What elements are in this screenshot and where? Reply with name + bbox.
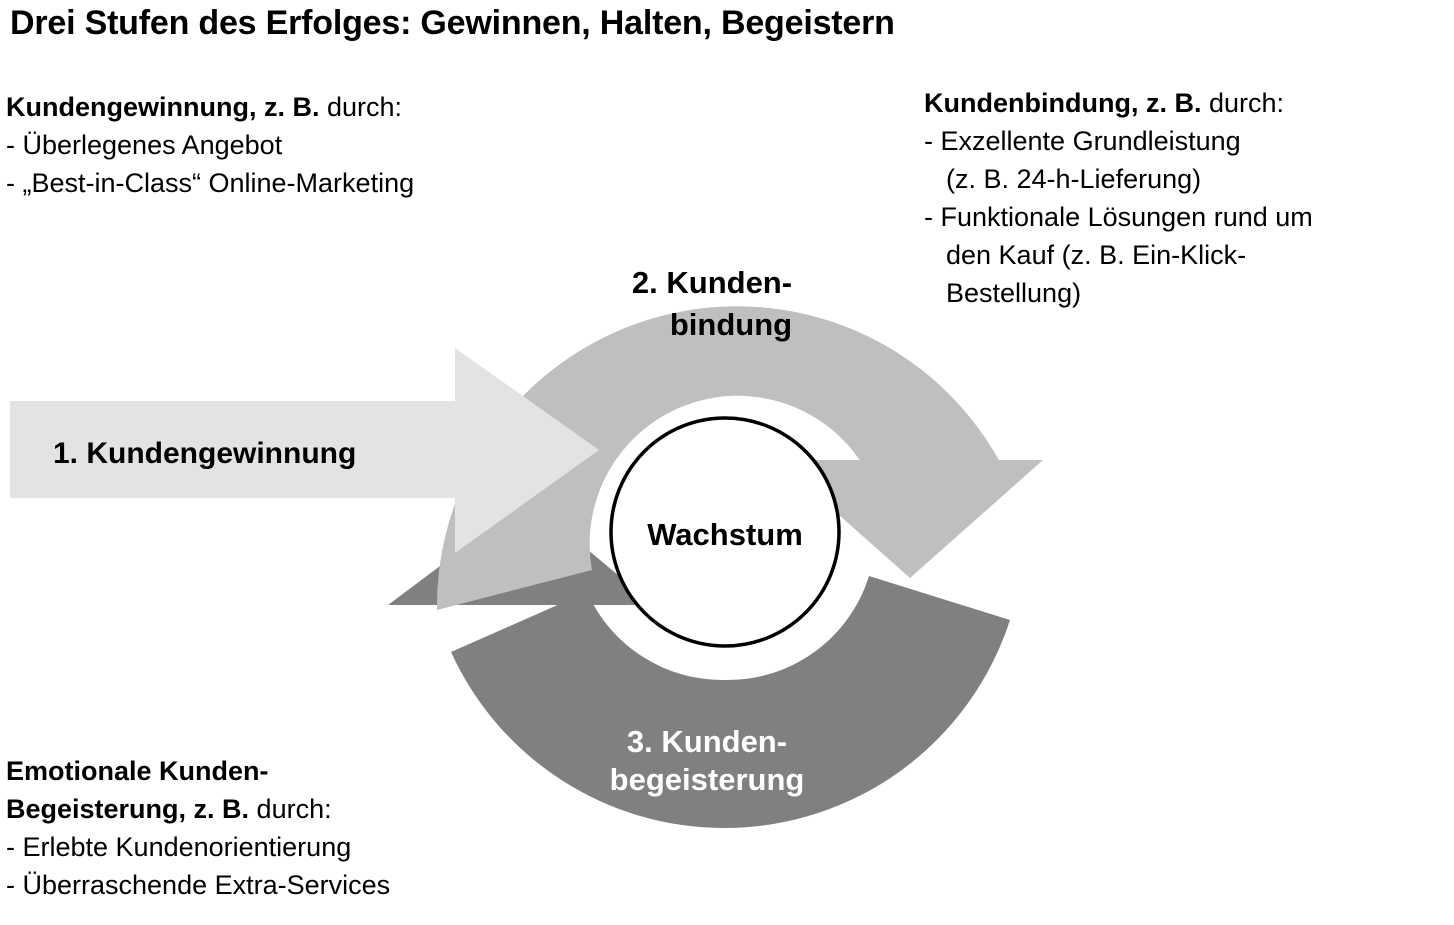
center-label: Wachstum xyxy=(647,517,803,552)
text-block-kundengewinnung: Kundengewinnung, z. B. durch: - Überlege… xyxy=(6,88,606,202)
block-heading-line1: Emotionale Kunden- xyxy=(6,756,269,786)
block-heading-line2: Begeisterung, z. B. durch: xyxy=(6,790,566,828)
list-item-continuation: den Kauf (z. B. Ein-Klick- xyxy=(946,240,1247,270)
stage3-arc-band-right xyxy=(725,576,1010,828)
stage2-arrowhead xyxy=(777,460,1043,578)
stage2-label-line1: 2. Kunden- xyxy=(632,265,792,300)
stage3-label-line1: 3. Kunden- xyxy=(627,724,787,759)
center-circle-group: Wachstum xyxy=(609,416,841,648)
block-heading-kundenbindung: Kundenbindung, z. B. durch: xyxy=(924,84,1454,122)
list-item: - Erlebte Kundenorientierung xyxy=(6,832,352,862)
stage1-arrow-shape xyxy=(10,348,599,553)
text-block-kundenbindung: Kundenbindung, z. B. durch: - Exzellente… xyxy=(924,84,1454,312)
heading-regular-part: durch: xyxy=(1201,88,1284,118)
heading-bold-part: Kundengewinnung, z. B. xyxy=(6,92,320,122)
heading-regular-part: durch: xyxy=(319,92,403,122)
stage1-arrow-group: 1. Kundengewinnung xyxy=(10,348,599,553)
list-item: - Funktionale Lösungen rund um xyxy=(924,202,1313,232)
block-heading-kundengewinnung: Kundengewinnung, z. B. durch: xyxy=(6,88,606,126)
stage2-arc-group: 2. Kunden- bindung xyxy=(436,265,1043,610)
stage2-label-line2: bindung xyxy=(670,307,792,342)
stage1-label: 1. Kundengewinnung xyxy=(53,437,356,470)
list-item: - Überlegenes Angebot xyxy=(6,130,283,160)
list-item-continuation: Bestellung) xyxy=(946,278,1082,308)
stage3-label-line2: begeisterung xyxy=(610,762,805,797)
heading-bold-part: Kundenbindung, z. B. xyxy=(924,88,1202,118)
heading-bold-part: Begeisterung, z. B. xyxy=(6,794,250,824)
list-item: - Überraschende Extra-Services xyxy=(6,870,391,900)
list-item-continuation: (z. B. 24-h-Lieferung) xyxy=(946,164,1202,194)
text-block-kundenbegeisterung: Emotionale Kunden- Begeisterung, z. B. d… xyxy=(6,752,566,904)
list-item: - Exzellente Grundleistung xyxy=(924,126,1241,156)
stage2-arc-band xyxy=(436,306,1000,610)
center-circle xyxy=(609,416,841,648)
heading-regular-part: durch: xyxy=(249,794,332,824)
list-item: - „Best-in-Class“ Online-Marketing xyxy=(6,168,415,198)
page-title: Drei Stufen des Erfolges: Gewinnen, Halt… xyxy=(10,4,895,42)
stage3-arc-band xyxy=(451,592,725,829)
